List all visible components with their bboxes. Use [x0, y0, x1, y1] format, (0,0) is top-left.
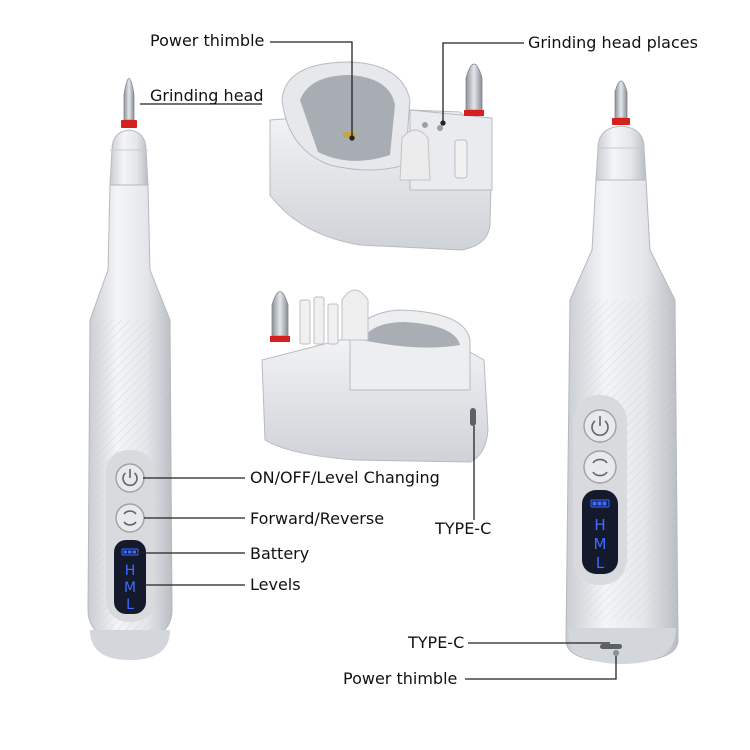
right-pen-base	[568, 628, 676, 664]
left-pen-base	[90, 630, 170, 660]
label-type-c-dock: TYPE-C	[435, 519, 492, 538]
right-pen-bit-collar	[612, 118, 630, 125]
label-grinding-head: Grinding head	[150, 86, 264, 105]
power-icon	[591, 420, 609, 436]
leader-grinding-head-places	[442, 42, 524, 123]
label-levels: Levels	[250, 575, 301, 594]
leader-power-thimble-top	[270, 41, 353, 138]
label-power-thimble-bottom: Power thimble	[343, 669, 458, 688]
label-power-thimble-top: Power thimble	[150, 31, 265, 50]
left-pen-display	[114, 540, 146, 614]
top-dock-pins	[343, 132, 355, 138]
right-pen-direction-button[interactable]	[583, 450, 617, 484]
right-level-m: M	[594, 535, 607, 553]
middle-dock-bit-collar	[270, 336, 290, 342]
left-pen-cap	[109, 129, 149, 186]
middle-charging-dock	[261, 289, 489, 463]
right-level-h: H	[594, 516, 605, 534]
right-pen-cap	[595, 125, 647, 181]
middle-dock-grinding-bit	[271, 291, 289, 337]
right-battery-indicator	[590, 499, 610, 508]
left-pen: H M L	[87, 78, 173, 660]
leader-lines	[138, 41, 617, 680]
middle-dock-cup	[362, 322, 460, 348]
left-battery-indicator	[121, 548, 139, 556]
leader-power-thimble-bottom	[465, 656, 617, 680]
middle-dock-usb-port	[470, 408, 476, 426]
top-dock-bit-collar	[464, 110, 484, 116]
right-pen-thimble	[613, 650, 619, 656]
right-level-l: L	[596, 554, 605, 572]
left-pen-direction-button[interactable]	[115, 503, 145, 533]
label-on-off: ON/OFF/Level Changing	[250, 468, 440, 487]
left-level-l: L	[126, 597, 134, 613]
top-dock-bit	[454, 139, 468, 179]
left-pen-grinding-bit	[123, 78, 135, 121]
top-dock-sanding-cap	[399, 129, 431, 181]
label-battery: Battery	[250, 544, 310, 563]
right-pen-grinding-bit	[614, 80, 628, 119]
label-forward-reverse: Forward/Reverse	[250, 509, 385, 528]
top-dock-cup	[300, 75, 395, 161]
right-pen-usb-port	[600, 644, 622, 649]
left-level-m: M	[124, 580, 136, 596]
rotate-icon	[123, 510, 137, 526]
left-pen-bit-collar	[121, 120, 137, 128]
top-dock-grinding-bit	[465, 63, 483, 111]
power-icon	[122, 472, 138, 487]
left-level-h: H	[125, 563, 136, 579]
rotate-icon	[592, 458, 608, 477]
label-type-c-pen: TYPE-C	[408, 633, 465, 652]
right-pen-display	[582, 490, 618, 574]
top-charging-dock	[269, 61, 493, 251]
right-pen: H M L	[565, 80, 679, 664]
label-grinding-head-places: Grinding head places	[528, 33, 698, 52]
